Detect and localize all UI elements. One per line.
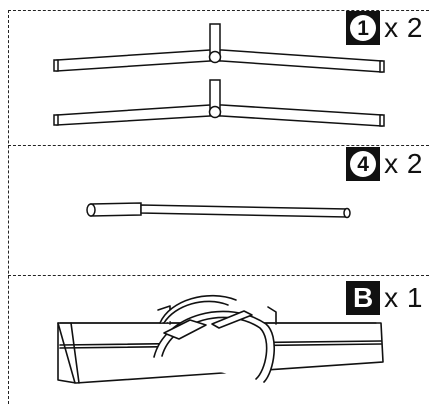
part-label: 1 x 2 <box>346 11 429 45</box>
panel-divider <box>8 275 429 276</box>
part-label: 4 x 2 <box>346 147 429 181</box>
t-base-leg <box>53 23 385 73</box>
top-dashed-border <box>8 10 429 11</box>
pole-tube <box>86 202 351 219</box>
part-number: 4 <box>350 151 377 177</box>
part-number: 1 <box>350 15 377 41</box>
left-dashed-border <box>8 10 9 404</box>
part-badge: 4 <box>346 147 381 181</box>
carry-bag <box>57 294 384 384</box>
part-quantity: x 1 <box>384 282 423 313</box>
part-badge: B <box>346 281 381 315</box>
part-label: B x 1 <box>346 281 429 315</box>
t-base-leg <box>53 79 385 127</box>
panel-divider <box>8 145 429 146</box>
part-quantity: x 2 <box>384 12 423 43</box>
part-quantity: x 2 <box>384 148 423 179</box>
part-badge: 1 <box>346 11 381 45</box>
